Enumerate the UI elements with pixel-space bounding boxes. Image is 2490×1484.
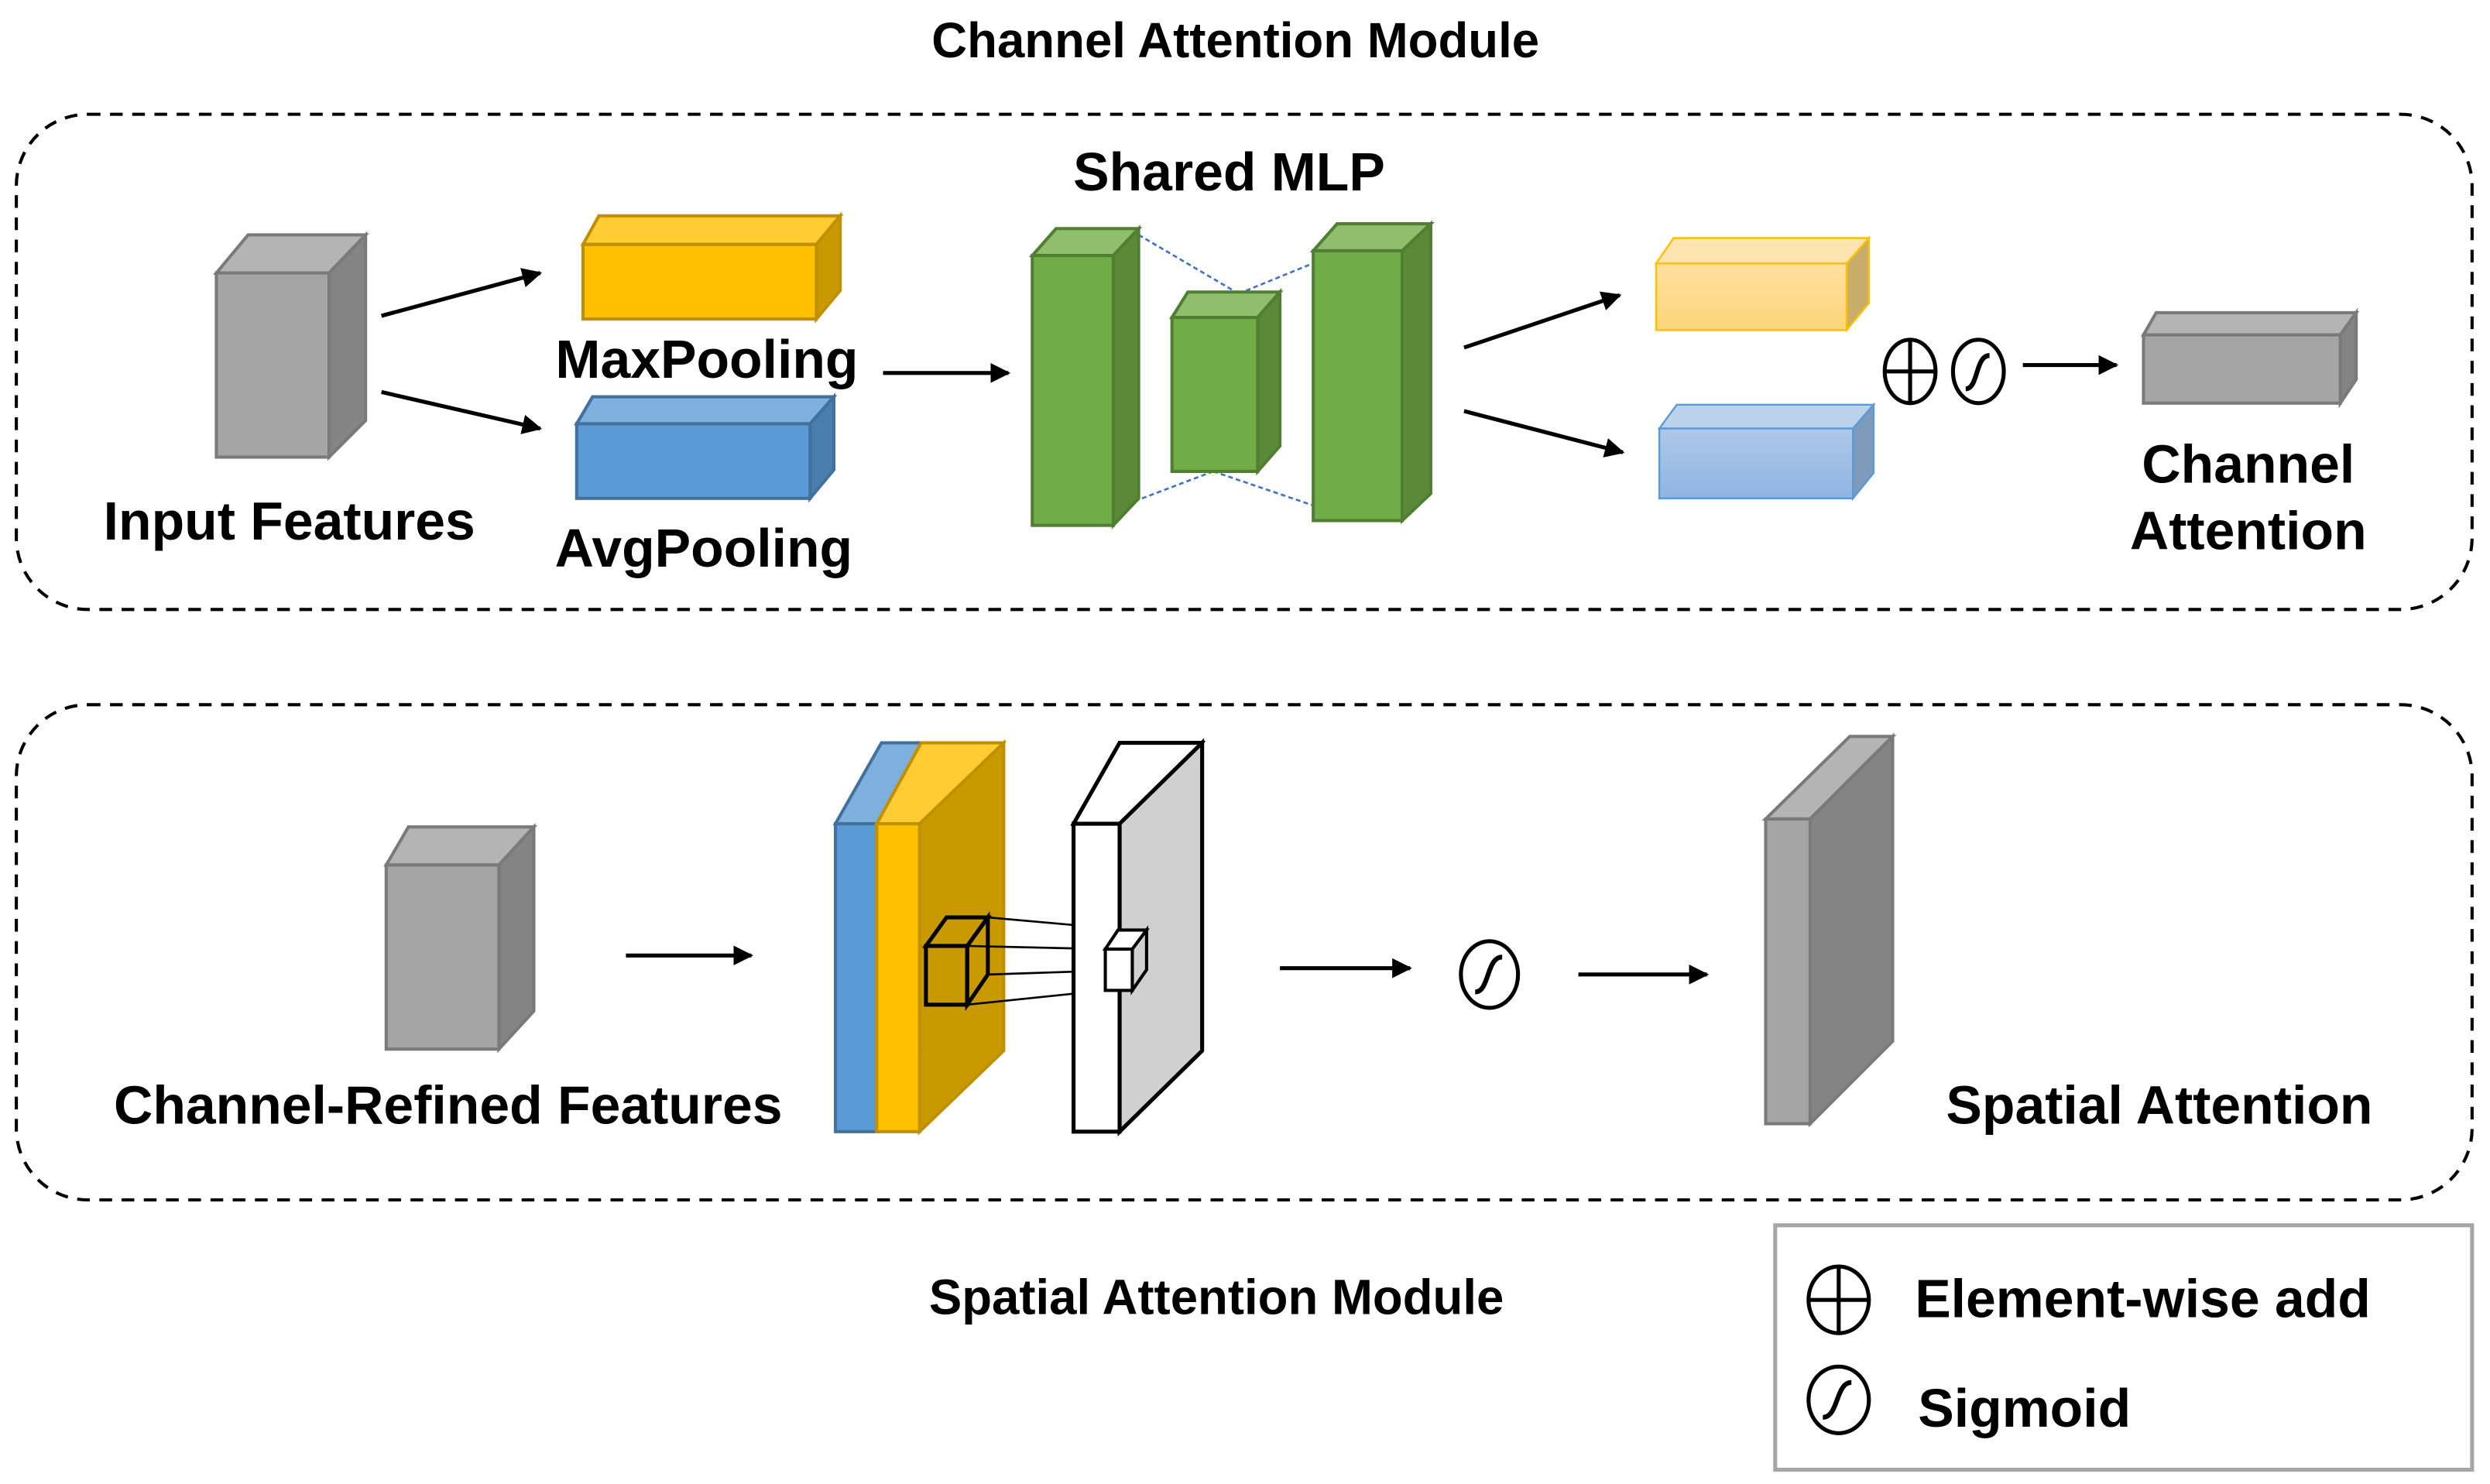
mlp-layer-hidden (1168, 287, 1284, 476)
conv-output-map (1070, 738, 1206, 1136)
input-features-label: Input Features (104, 491, 475, 551)
pooled-feature-maps (832, 739, 1007, 1136)
element-wise-add-icon (1882, 338, 1938, 406)
maxpool-label: MaxPooling (555, 329, 858, 389)
channel-module-border (15, 112, 2474, 612)
legend-add-label: Element-wise add (1915, 1269, 2371, 1329)
spatial-sigmoid-icon (1459, 939, 1521, 1010)
channel-attention-cube (2140, 307, 2360, 409)
spatial-attention-map (1761, 732, 1897, 1128)
legend-box (1773, 1223, 2475, 1472)
arrow-mlp-to-max-output (1463, 291, 1622, 350)
legend-sigmoid-icon (1806, 1364, 1871, 1435)
maxpool-cube (580, 211, 844, 324)
avgpool-cube (574, 392, 838, 503)
input-features-cube (213, 231, 369, 461)
legend-add-icon (1806, 1264, 1871, 1335)
channel-attention-label-line2: Attention (2130, 500, 2367, 560)
mlp-max-output-cube (1654, 235, 1871, 333)
spatial-attention-label: Spatial Attention (1946, 1075, 2372, 1136)
avgpool-label: AvgPooling (555, 518, 853, 578)
spatial-module-title: Spatial Attention Module (929, 1270, 1504, 1325)
arrow-to-maxpool (380, 268, 543, 318)
mlp-layer-2 (1309, 220, 1435, 525)
channel-refined-features-cube (383, 822, 538, 1054)
shared-mlp-label: Shared MLP (1073, 142, 1385, 202)
conv-output-cell (1102, 925, 1150, 996)
legend-sigmoid-label: Sigmoid (1918, 1378, 2131, 1438)
channel-module-title: Channel Attention Module (931, 13, 1539, 68)
spatial-module-border (15, 703, 2474, 1202)
legend: Element-wise add Sigmoid (1773, 1223, 2475, 1472)
arrow-mlp-to-avg-output (1463, 409, 1625, 458)
mlp-layer-1 (1028, 224, 1143, 530)
channel-refined-features-label: Channel-Refined Features (114, 1075, 783, 1136)
sigmoid-icon (1950, 338, 2006, 406)
arrow-to-avgpool (381, 389, 543, 434)
mlp-avg-output-cube (1657, 402, 1876, 502)
channel-attention-label-line1: Channel (2142, 434, 2355, 494)
